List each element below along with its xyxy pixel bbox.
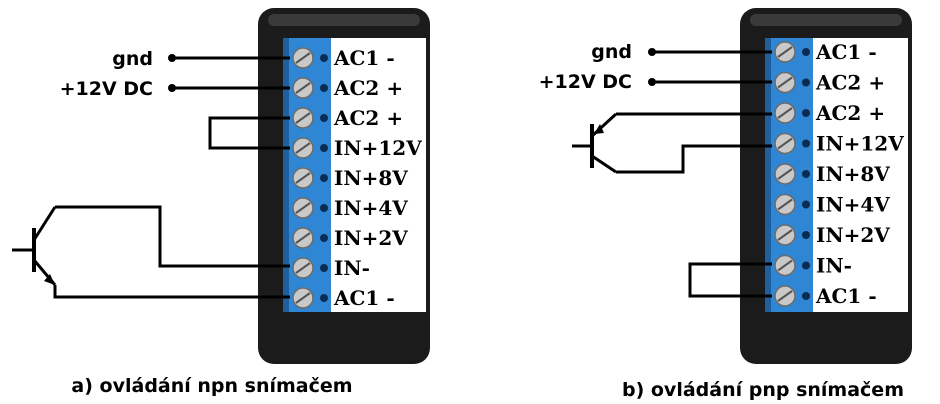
right-wire-hole-8 [802,292,810,300]
left-screw-slot-3 [295,142,311,154]
right-screw-slot-1 [777,76,793,89]
left-device-top-edge [268,14,420,26]
left-wire-hole-2 [320,114,328,122]
right-wire-hole-5 [802,200,810,209]
pnp-transistor-symbol [572,112,618,174]
left-screw-slot-7 [295,262,311,274]
npn-transistor-symbol [12,206,57,286]
left-caption: a) ovládání npn snímačem [71,375,352,397]
right-terminal-label-1: AC2 + [815,71,885,95]
left-terminal-label-8: AC1 - [333,286,395,310]
left-screw-slot-1 [295,82,311,94]
right-gnd-label: gnd [591,41,632,63]
right-terminal-label-7: IN- [816,254,852,278]
left-terminal-label-2: AC2 + [333,106,403,130]
left-screw-slot-2 [295,112,311,124]
right-terminal-label-4: IN+8V [816,162,890,186]
right-terminal-label-3: IN+12V [816,132,904,156]
left-panel: AC1 - AC2 + AC2 + IN+12V IN+8V IN+4V IN+2V IN- A… [12,8,430,397]
left-collector-wire [55,205,290,268]
right-label-area [813,38,908,312]
left-wire-hole-6 [320,234,328,242]
left-terminal-label-3: IN+12V [334,136,422,160]
left-terminal-label-5: IN+4V [334,196,408,220]
right-collector-wire [616,144,772,174]
right-12v-label: +12V DC [539,71,632,93]
left-wire-hole-1 [320,84,328,92]
left-wire-hole-0 [320,54,328,62]
left-wire-hole-7 [320,264,328,272]
right-terminal-label-6: IN+2V [816,223,890,247]
right-screw-slot-8 [777,290,793,302]
left-screw-slot-6 [295,232,311,244]
left-terminal-label-1: AC2 + [333,76,403,100]
right-device-top-edge [750,14,902,26]
left-emitter-wire [53,285,290,299]
left-wire-hole-3 [320,144,328,152]
left-jumper-wire [208,116,290,150]
left-label-area [331,38,426,312]
left-terminal-label-7: IN- [334,256,370,280]
right-screw-slot-0 [777,46,793,58]
right-terminal-label-5: IN+4V [816,193,890,217]
left-gnd-label: gnd [112,48,153,70]
right-panel: AC1 - AC2 + AC2 + IN+12V IN+8V IN+4V IN+2V IN- A… [539,8,912,401]
left-wire-hole-8 [320,294,328,302]
right-screw-slot-4 [777,168,793,180]
left-screw-slot-8 [295,292,311,304]
right-screw-slot-2 [777,107,793,119]
left-screw-slot-4 [295,172,311,184]
right-wire-hole-0 [802,48,810,56]
right-wire-hole-6 [802,231,810,239]
right-screw-slot-7 [777,259,793,272]
left-screw-slot-0 [295,52,311,64]
right-wire-hole-2 [802,109,810,117]
right-jumper-wire [688,262,772,298]
right-wire-hole-1 [802,78,810,87]
left-wire-hole-4 [320,174,328,182]
left-terminal-label-4: IN+8V [334,166,408,190]
left-wire-hole-5 [320,204,328,212]
right-screw-slot-5 [777,198,793,211]
right-terminal-label-0: AC1 - [815,40,877,64]
left-terminal-label-6: IN+2V [334,226,408,250]
left-12v-label: +12V DC [60,78,153,100]
right-wire-hole-3 [802,139,810,148]
right-wire-hole-7 [802,261,810,270]
right-screw-slot-3 [777,137,793,150]
right-terminal-label-8: AC1 - [815,284,877,308]
right-screw-slot-6 [777,229,793,241]
right-wire-hole-4 [802,170,810,178]
right-caption: b) ovládání pnp snímačem [622,379,904,401]
right-terminal-label-2: AC2 + [815,101,885,125]
left-terminal-label-0: AC1 - [333,46,395,70]
left-screw-slot-5 [295,202,311,214]
